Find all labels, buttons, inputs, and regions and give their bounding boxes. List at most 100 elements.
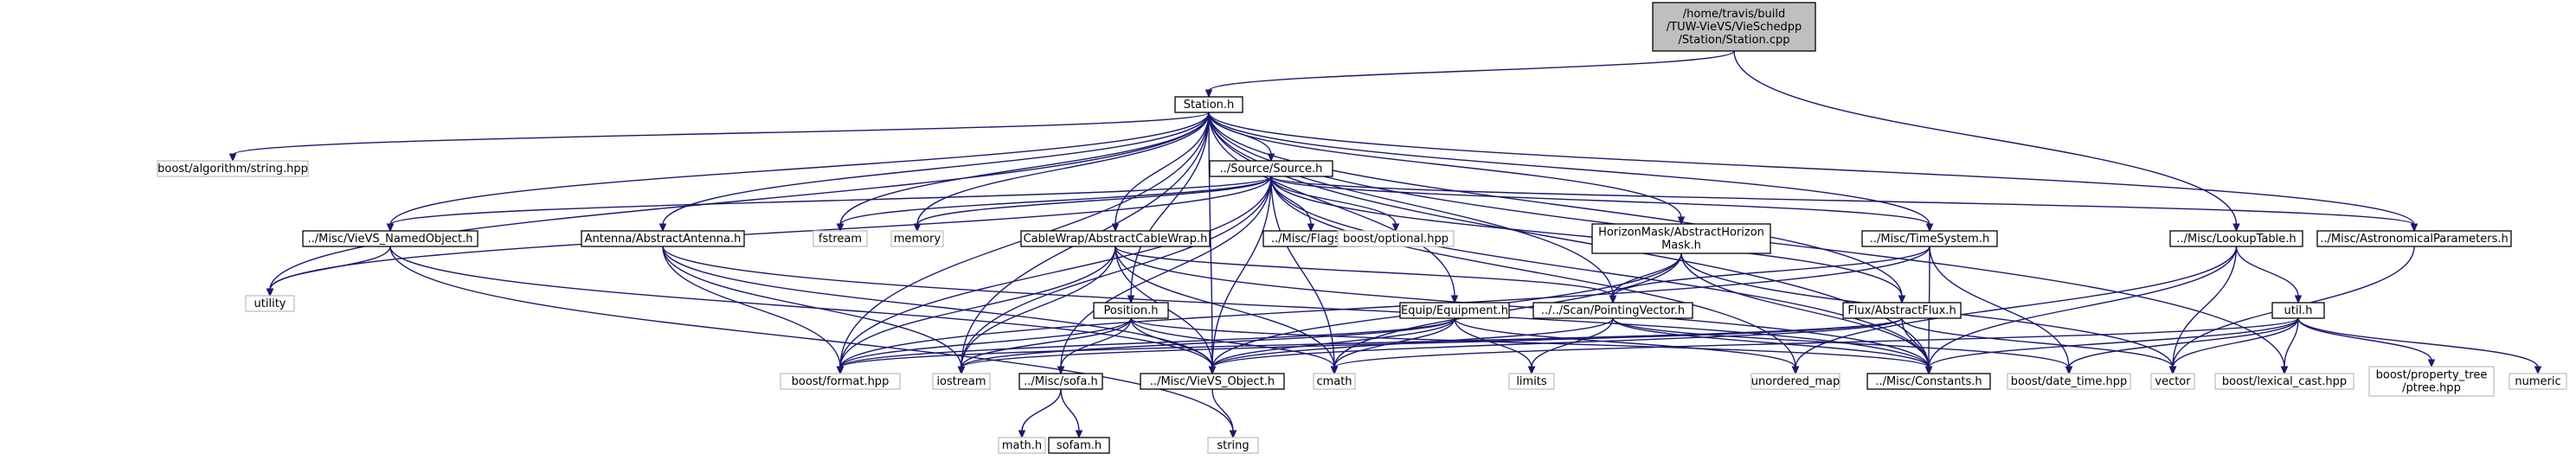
node-label: utility [254, 297, 286, 310]
node-label: Station.h [1184, 99, 1235, 112]
edge-pointing-to-object [1208, 317, 1614, 375]
node-sofa[interactable]: ../Misc/sofa.h [1018, 373, 1103, 390]
node-umap: unordered_map [1751, 373, 1840, 390]
node-label: ../Misc/Flags.h [1271, 233, 1351, 246]
edge-sofa-to-mathh [1018, 388, 1062, 439]
node-object[interactable]: ../Misc/VieVS_Object.h [1140, 373, 1285, 390]
node-label: /home/travis/build [1683, 8, 1785, 21]
edge-namedobj-to-string [389, 246, 1237, 439]
node-boost_algo: boost/algorithm/string.hpp [157, 160, 309, 177]
edge-source-to-optional [1270, 176, 1400, 233]
node-fstream: fstream [813, 230, 868, 247]
edge-object-to-string [1211, 388, 1237, 439]
node-box [1591, 223, 1771, 254]
node-constants[interactable]: ../Misc/Constants.h [1866, 373, 1991, 390]
node-box [1018, 373, 1103, 390]
file-nodes: /home/travis/build/TUW-VieVS/VieSchedpp/… [157, 2, 2567, 454]
node-astro[interactable]: ../Misc/AstronomicalParameters.h [2316, 230, 2512, 247]
edge-station-to-flux [1208, 112, 1906, 304]
node-label: /ptree.hpp [2402, 382, 2461, 395]
node-cablewrap[interactable]: CableWrap/AbstractCableWrap.h [1020, 230, 1211, 247]
node-label: /Station/Station.cpp [1679, 34, 1790, 47]
edge-station-to-antenna [658, 112, 1210, 233]
node-label: boost/lexical_cast.hpp [2222, 375, 2347, 388]
node-string: string [1207, 437, 1259, 454]
node-box [890, 230, 944, 247]
node-box [1842, 302, 1962, 319]
edge-position-to-sofa [1057, 317, 1132, 375]
node-equip[interactable]: Equip/Equipment.h [1399, 302, 1510, 319]
node-label: Equip/Equipment.h [1401, 304, 1508, 317]
node-label: boost/optional.hpp [1343, 233, 1449, 246]
node-label: ../Misc/TimeSystem.h [1870, 233, 1989, 246]
edge-util-to-vector [2168, 317, 2299, 375]
node-box [813, 230, 868, 247]
edge-sofa-to-sofam [1060, 388, 1083, 439]
node-box [1174, 96, 1243, 113]
edge-timesystem-to-pointing [1609, 246, 1930, 304]
node-label: memory [894, 233, 941, 246]
edge-source-to-flux [1270, 176, 1906, 304]
node-label: CableWrap/AbstractCableWrap.h [1024, 233, 1208, 246]
node-ptree: boost/property_tree/ptree.hpp [2368, 366, 2495, 397]
edge-timesystem-to-bformat [836, 246, 1930, 375]
node-box [2007, 373, 2131, 390]
node-box [2271, 302, 2325, 319]
node-box [1020, 230, 1211, 247]
node-box [1751, 373, 1840, 390]
node-root[interactable]: /home/travis/build/TUW-VieVS/VieSchedpp/… [1652, 2, 1816, 52]
edge-lookuptable-to-util [2235, 246, 2303, 304]
node-box [2214, 373, 2354, 390]
node-memory: memory [890, 230, 944, 247]
edge-equip-to-umap [1454, 317, 1800, 375]
edge-flux-to-object [1208, 317, 1903, 375]
edge-root-to-station [1204, 50, 1735, 99]
edge-source-to-timesystem [1270, 176, 1934, 233]
node-source[interactable]: ../Source/Source.h [1209, 160, 1333, 177]
node-lookuptable[interactable]: ../Misc/LookupTable.h [2169, 230, 2303, 247]
node-namedobj[interactable]: ../Misc/VieVS_NamedObject.h [302, 230, 479, 247]
node-box [1093, 302, 1169, 319]
edge-util-to-cmath [1330, 317, 2299, 375]
node-iostream: iostream [932, 373, 991, 390]
node-box [1861, 230, 1998, 247]
node-box [1337, 230, 1455, 247]
node-flags[interactable]: ../Misc/Flags.h [1262, 230, 1359, 247]
node-util[interactable]: util.h [2271, 302, 2325, 319]
node-label: iostream [936, 375, 986, 388]
node-label: cmath [1316, 375, 1352, 388]
node-label: string [1217, 439, 1249, 452]
edge-namedobj-to-utility [266, 246, 391, 297]
node-box [1209, 160, 1333, 177]
node-sofam[interactable]: sofam.h [1048, 437, 1110, 454]
edge-source-to-fstream [836, 176, 1272, 233]
node-box [302, 230, 479, 247]
node-position[interactable]: Position.h [1093, 302, 1169, 319]
node-box [1048, 437, 1110, 454]
node-label: numeric [2515, 375, 2560, 388]
node-label: ../Misc/VieVS_Object.h [1150, 375, 1275, 388]
edge-util-to-lexical [2280, 317, 2299, 375]
node-label: /TUW-VieVS/VieSchedpp [1667, 21, 1802, 34]
node-pointing[interactable]: ../../Scan/PointingVector.h [1532, 302, 1693, 319]
edge-util-to-constants [1924, 317, 2299, 375]
node-station[interactable]: Station.h [1174, 96, 1243, 113]
node-box [998, 437, 1046, 454]
node-label: ../Misc/VieVS_NamedObject.h [308, 233, 473, 246]
node-box [2316, 230, 2512, 247]
node-box [1207, 437, 1259, 454]
edge-namedobj-to-object [389, 246, 1217, 375]
edge-station-to-memory [913, 112, 1210, 233]
node-box [2509, 373, 2567, 390]
edge-lookuptable-to-vector [2168, 246, 2238, 375]
node-flux[interactable]: Flux/AbstractFlux.h [1842, 302, 1962, 319]
node-label: ../Source/Source.h [1220, 163, 1323, 176]
node-box [2169, 230, 2303, 247]
edge-station-to-horizon [1208, 112, 1686, 226]
node-label: limits [1516, 375, 1547, 388]
node-bformat: boost/format.hpp [780, 373, 901, 390]
node-timesystem[interactable]: ../Misc/TimeSystem.h [1861, 230, 1998, 247]
node-antenna[interactable]: Antenna/AbstractAntenna.h [581, 230, 745, 247]
node-vector: vector [2150, 373, 2195, 390]
